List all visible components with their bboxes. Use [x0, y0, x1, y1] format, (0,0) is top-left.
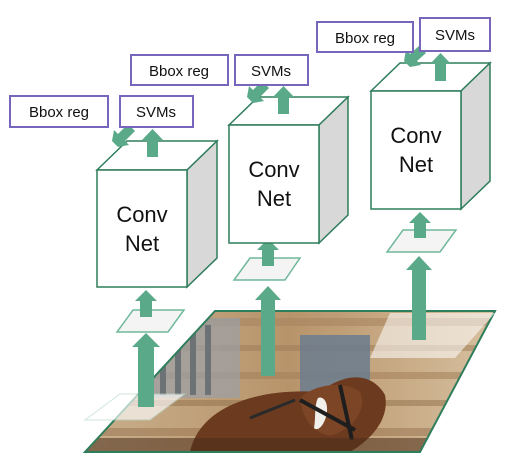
svm-arrow-2 — [278, 95, 289, 114]
bbox-reg-label-3: Bbox reg — [335, 30, 395, 47]
svm-arrow-head-1 — [142, 129, 163, 140]
pipeline-1: Conv Net Bbox reg SVMs — [9, 95, 219, 421]
svms-box-1 — [119, 95, 194, 128]
svm-arrow-head-2 — [273, 86, 294, 97]
svm-arrow-3 — [435, 62, 446, 81]
svm-arrow-1 — [147, 137, 158, 157]
conv-net-label-1b: Net — [125, 231, 159, 256]
region-arrow-head-3 — [406, 256, 432, 270]
conv-net-label-2: Conv — [248, 157, 299, 182]
warped-region-3 — [385, 229, 458, 253]
region-arrow-2 — [261, 298, 275, 376]
bbox-arrow-1 — [112, 124, 135, 147]
cnn-input-arrow-head-3 — [409, 212, 431, 223]
bbox-reg-box-2 — [130, 54, 229, 86]
cnn-input-arrow-1 — [140, 299, 152, 317]
region-arrow-1 — [138, 345, 154, 407]
cnn-input-arrow-2 — [262, 248, 274, 266]
svms-box-3 — [419, 17, 491, 52]
conv-net-cube-1: Conv Net — [95, 139, 219, 289]
conv-net-label-2b: Net — [257, 186, 291, 211]
pipeline-3: Conv Net Bbox reg SVMs — [316, 17, 492, 340]
svms-label-2: SVMs — [251, 63, 291, 80]
region-arrow-head-1 — [132, 333, 160, 347]
svms-box-2 — [234, 54, 309, 86]
conv-net-label-3b: Net — [399, 152, 433, 177]
region-arrow-head-2 — [255, 286, 281, 300]
bbox-reg-label-2: Bbox reg — [149, 63, 209, 80]
cnn-input-arrow-3 — [414, 221, 426, 238]
bbox-reg-box-1 — [9, 95, 109, 128]
svm-arrow-head-3 — [430, 53, 451, 64]
region-arrow-3 — [412, 268, 426, 340]
bbox-reg-label-1: Bbox reg — [29, 104, 89, 121]
svms-label-1: SVMs — [136, 104, 176, 121]
warped-region-2 — [232, 257, 302, 281]
pipeline-2: Conv Net Bbox reg SVMs — [130, 54, 350, 376]
svms-label-3: SVMs — [435, 27, 475, 44]
conv-net-cube-2: Conv Net — [227, 95, 350, 245]
conv-net-label-1: Conv — [116, 202, 167, 227]
warped-region-1 — [115, 309, 186, 333]
conv-net-cube-3: Conv Net — [369, 61, 492, 211]
bbox-arrow-2 — [247, 81, 269, 103]
bbox-reg-box-3 — [316, 21, 414, 53]
cnn-input-arrow-head-1 — [135, 290, 157, 301]
conv-net-label-3: Conv — [390, 123, 441, 148]
cnn-input-arrow-head-2 — [257, 239, 279, 250]
